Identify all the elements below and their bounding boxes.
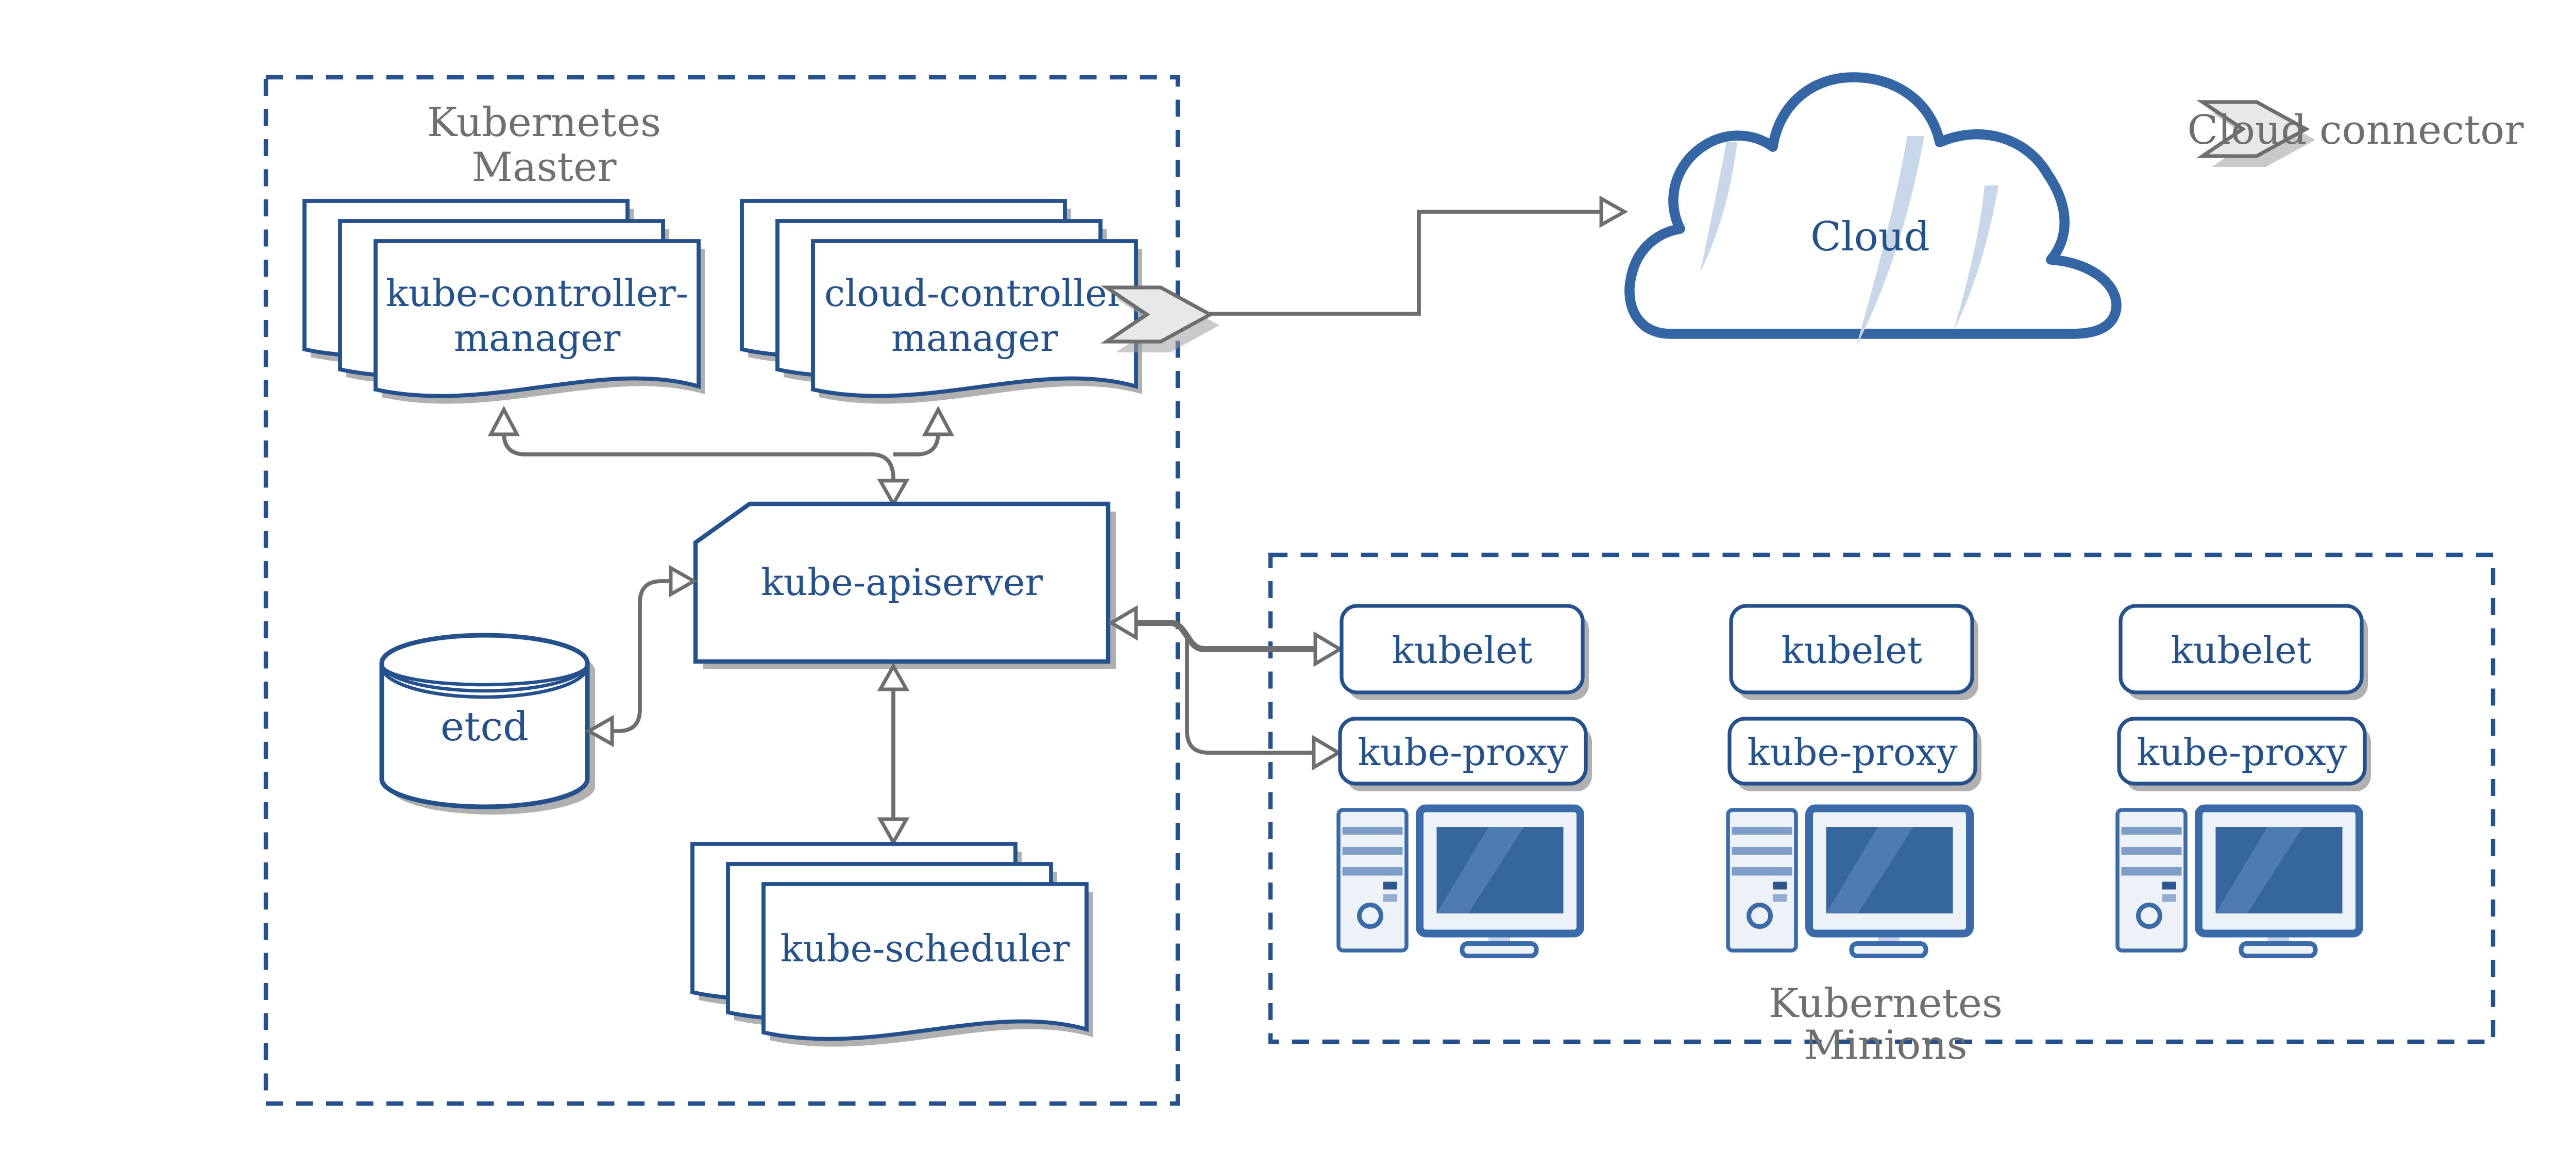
legend-chevron-icon: [2196, 100, 2310, 158]
etcd-label: etcd: [440, 704, 529, 750]
cylinder-rim: [380, 666, 589, 699]
kube-scheduler-node[interactable]: kube-scheduler: [690, 842, 1093, 1047]
master-title-line2: Master: [471, 144, 617, 191]
cloud-slash: [1856, 136, 1924, 346]
document-card: [811, 239, 1138, 398]
minions-boundary: [1268, 552, 2496, 1044]
kube-controller-manager-label-line1: kube-controller-: [386, 272, 688, 315]
controllers-apiserver-connector: [487, 405, 955, 507]
minion-node-3: kubelet kube-proxy: [2117, 604, 2371, 956]
document-card: [761, 882, 1089, 1041]
kubelet-node-2[interactable]: [1729, 604, 1974, 694]
workstation-icon: [2117, 808, 2360, 956]
cloud-controller-manager-label-line2: manager: [891, 316, 1058, 360]
apiserver-nodes-connector: [1108, 605, 1344, 771]
arrowhead-up: [877, 663, 910, 691]
document-card: [374, 239, 701, 398]
cloud-controller-manager-label-line1: cloud-controller: [824, 272, 1125, 315]
kube-proxy-label: kube-proxy: [2137, 731, 2347, 774]
kube-apiserver-label: kube-apiserver: [761, 561, 1043, 604]
kube-proxy-node-2[interactable]: [1727, 717, 1977, 786]
cloud-slash: [1954, 185, 1998, 331]
workstation-icon: [1338, 808, 1581, 956]
kube-controller-manager-label-line2: manager: [454, 316, 621, 360]
arrowhead-down: [877, 479, 910, 507]
arrowhead-right: [669, 565, 698, 598]
connector-line: [1134, 620, 1318, 652]
arrowhead-up: [922, 405, 955, 436]
master-boundary: [263, 75, 1180, 1106]
minion-node-1: kubelet kube-proxy: [1338, 604, 1592, 956]
minions-title-line2: Minions: [1804, 1022, 1967, 1069]
arrowhead-right: [1312, 735, 1342, 771]
kubelet-node-3[interactable]: [2119, 604, 2364, 694]
cloud-node[interactable]: Cloud: [1624, 72, 2122, 346]
etcd-node[interactable]: etcd: [379, 633, 595, 815]
kube-proxy-node-1[interactable]: [1338, 717, 1588, 786]
arrowhead-down: [877, 817, 910, 846]
cloud-label: Cloud: [1810, 214, 1930, 260]
connector-line: [502, 432, 895, 480]
cloud-controller-manager-node[interactable]: cloud-controller manager: [740, 199, 1142, 404]
arrowhead-right: [1599, 195, 1628, 228]
kubelet-node-1[interactable]: [1340, 604, 1585, 694]
kubelet-label: kubelet: [1781, 629, 1922, 672]
kube-proxy-label: kube-proxy: [1747, 731, 1957, 774]
chevron-cloud-connector-line: [1210, 210, 1603, 316]
arrowhead-left: [1108, 605, 1138, 641]
chevron-shape: [1100, 285, 1214, 344]
kube-proxy-node-3[interactable]: [2117, 717, 2367, 786]
cylinder-rim: [380, 663, 589, 693]
connector-line: [612, 579, 671, 733]
kubelet-label: kubelet: [1392, 629, 1532, 672]
cloud-connector-icon[interactable]: [1100, 285, 1219, 352]
master-title-line1: Kubernetes: [427, 99, 661, 146]
kubelet-label: kubelet: [2171, 629, 2311, 672]
card-shape: [693, 501, 1111, 664]
kube-proxy-label: kube-proxy: [1358, 731, 1568, 774]
connector-line: [893, 432, 940, 456]
minions-title-line1: Kubernetes: [1769, 980, 2003, 1027]
workstation-icon: [1728, 808, 1970, 956]
kube-apiserver-node[interactable]: kube-apiserver: [693, 501, 1116, 669]
cylinder-rim: [380, 664, 589, 687]
cylinder-shape: [379, 633, 590, 809]
kube-controller-manager-node[interactable]: kube-controller- manager: [302, 199, 705, 404]
arrowhead-up: [487, 405, 520, 436]
minion-node-2: kubelet kube-proxy: [1727, 604, 1981, 956]
arrowhead-right: [1313, 631, 1344, 667]
connector-line: [1185, 635, 1314, 755]
arrowhead-left: [585, 715, 614, 748]
cloud-shape: [1624, 72, 2122, 339]
legend-cloud-connector: Cloud connector: [2187, 100, 2524, 167]
legend-label: Cloud connector: [2187, 107, 2524, 154]
kube-scheduler-label: kube-scheduler: [781, 927, 1070, 970]
apiserver-etcd-connector: [585, 565, 698, 748]
apiserver-scheduler-connector: [877, 663, 910, 846]
cloud-slash: [1700, 142, 1737, 272]
